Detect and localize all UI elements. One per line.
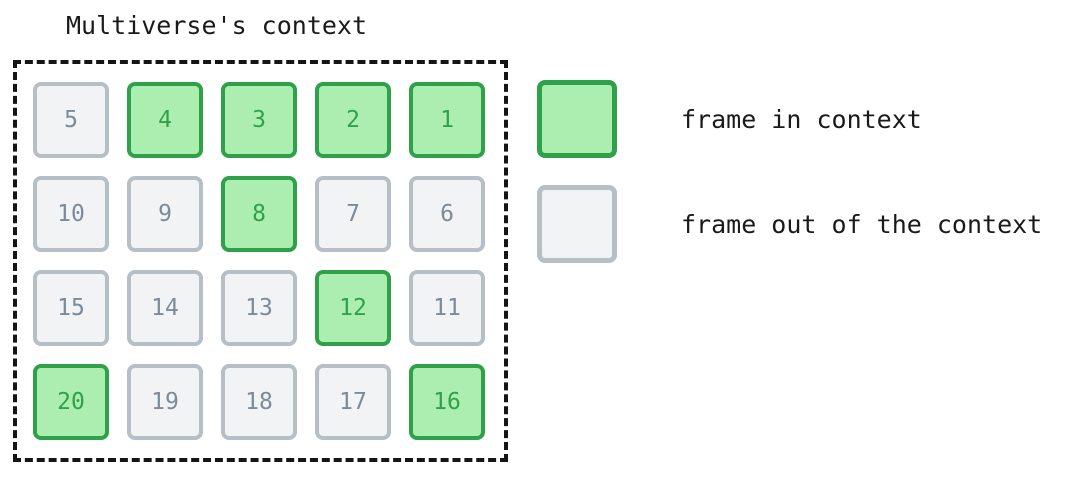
legend-label-in-context: frame in context	[681, 104, 922, 134]
context-boundary-box	[13, 60, 508, 462]
page-title: Multiverse's context	[66, 11, 368, 40]
legend-item-in-context: frame in context	[537, 80, 1057, 158]
frame-cell: 8	[221, 176, 297, 252]
frame-cell: 14	[127, 270, 203, 346]
frame-cell: 10	[33, 176, 109, 252]
frame-cell: 16	[409, 364, 485, 440]
frame-cell: 19	[127, 364, 203, 440]
frame-cell: 15	[33, 270, 109, 346]
legend-swatch-in-context-icon	[537, 80, 617, 158]
frame-cell: 9	[127, 176, 203, 252]
frame-cell: 6	[409, 176, 485, 252]
legend-item-out-of-context: frame out of the context	[537, 185, 1057, 263]
frame-cell: 18	[221, 364, 297, 440]
frame-cell: 5	[33, 82, 109, 158]
legend-label-out-of-context: frame out of the context	[681, 209, 1043, 239]
frame-cell: 1	[409, 82, 485, 158]
frame-cell: 7	[315, 176, 391, 252]
frame-cell: 17	[315, 364, 391, 440]
legend-swatch-out-of-context-icon	[537, 185, 617, 263]
frame-cell: 2	[315, 82, 391, 158]
frame-cell: 11	[409, 270, 485, 346]
frame-cell: 12	[315, 270, 391, 346]
legend: frame in context frame out of the contex…	[537, 80, 1057, 263]
frame-cell: 20	[33, 364, 109, 440]
frame-cell: 13	[221, 270, 297, 346]
frame-cell: 4	[127, 82, 203, 158]
frame-cell: 3	[221, 82, 297, 158]
